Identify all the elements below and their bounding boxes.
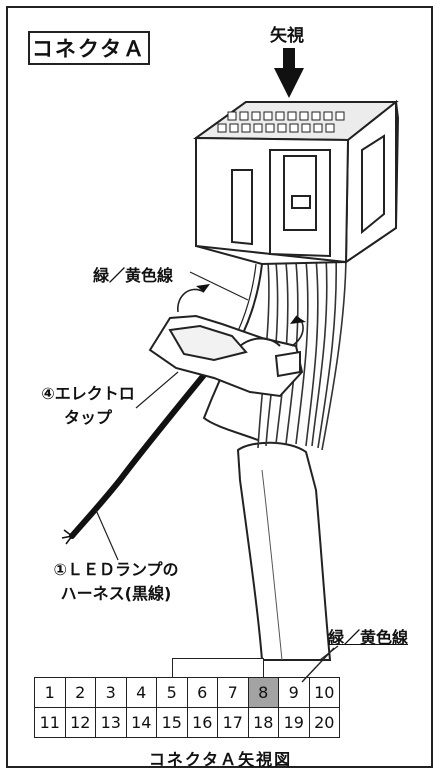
pin-16: 16 <box>186 707 218 738</box>
diagram-caption: コネクタＡ矢視図 <box>148 750 293 769</box>
led-harness-label-line-2: ハーネス(黒線) <box>60 584 172 603</box>
pin-layout-table: 1 2 3 4 5 6 7 8 9 10 11 12 13 14 15 16 1… <box>34 677 340 738</box>
connector-title: コネクタＡ <box>28 31 150 65</box>
pin-row-bottom: 11 12 13 14 15 16 17 18 19 20 <box>34 707 340 738</box>
connector-body <box>192 99 400 266</box>
pin-9: 9 <box>278 677 310 708</box>
electro-tap-label: ④エレクトロ タップ <box>28 382 148 430</box>
pin-wire-label: 緑／黄色線 <box>328 628 409 647</box>
pin-2: 2 <box>64 677 96 708</box>
led-harness-label-line-1: ①ＬＥＤランプの <box>53 560 179 579</box>
pin-19: 19 <box>278 707 310 738</box>
diagram-frame <box>6 6 433 768</box>
pin-3: 3 <box>95 677 127 708</box>
pin-10: 10 <box>308 677 340 708</box>
pin-row-top: 1 2 3 4 5 6 7 8 9 10 <box>34 677 340 708</box>
wire-bundle <box>257 251 347 451</box>
pin-5: 5 <box>156 677 188 708</box>
pin-18: 18 <box>247 707 279 738</box>
pin-17: 17 <box>217 707 249 738</box>
green-yellow-wire-label: 緑／黄色線 <box>93 266 174 285</box>
electro-tap-label-line-1: ④エレクトロ <box>41 384 135 403</box>
view-direction-label: 矢視 <box>270 26 304 46</box>
pin-12: 12 <box>64 707 96 738</box>
led-harness-label: ①ＬＥＤランプの ハーネス(黒線) <box>41 558 191 606</box>
view-direction-arrow <box>274 48 304 98</box>
connector-key-tab <box>172 658 264 677</box>
pin-6: 6 <box>186 677 218 708</box>
pin-15: 15 <box>156 707 188 738</box>
pin-1: 1 <box>34 677 66 708</box>
pin-13: 13 <box>95 707 127 738</box>
harness-sleeve <box>236 441 332 661</box>
pin-7: 7 <box>217 677 249 708</box>
pin-11: 11 <box>34 707 66 738</box>
pin-8-highlighted: 8 <box>247 677 279 708</box>
pin-4: 4 <box>125 677 157 708</box>
electro-tap <box>148 284 306 398</box>
pin-14: 14 <box>125 707 157 738</box>
leader-lines <box>95 271 339 661</box>
electro-tap-label-line-2: タップ <box>63 408 112 427</box>
pin-20: 20 <box>308 707 340 738</box>
